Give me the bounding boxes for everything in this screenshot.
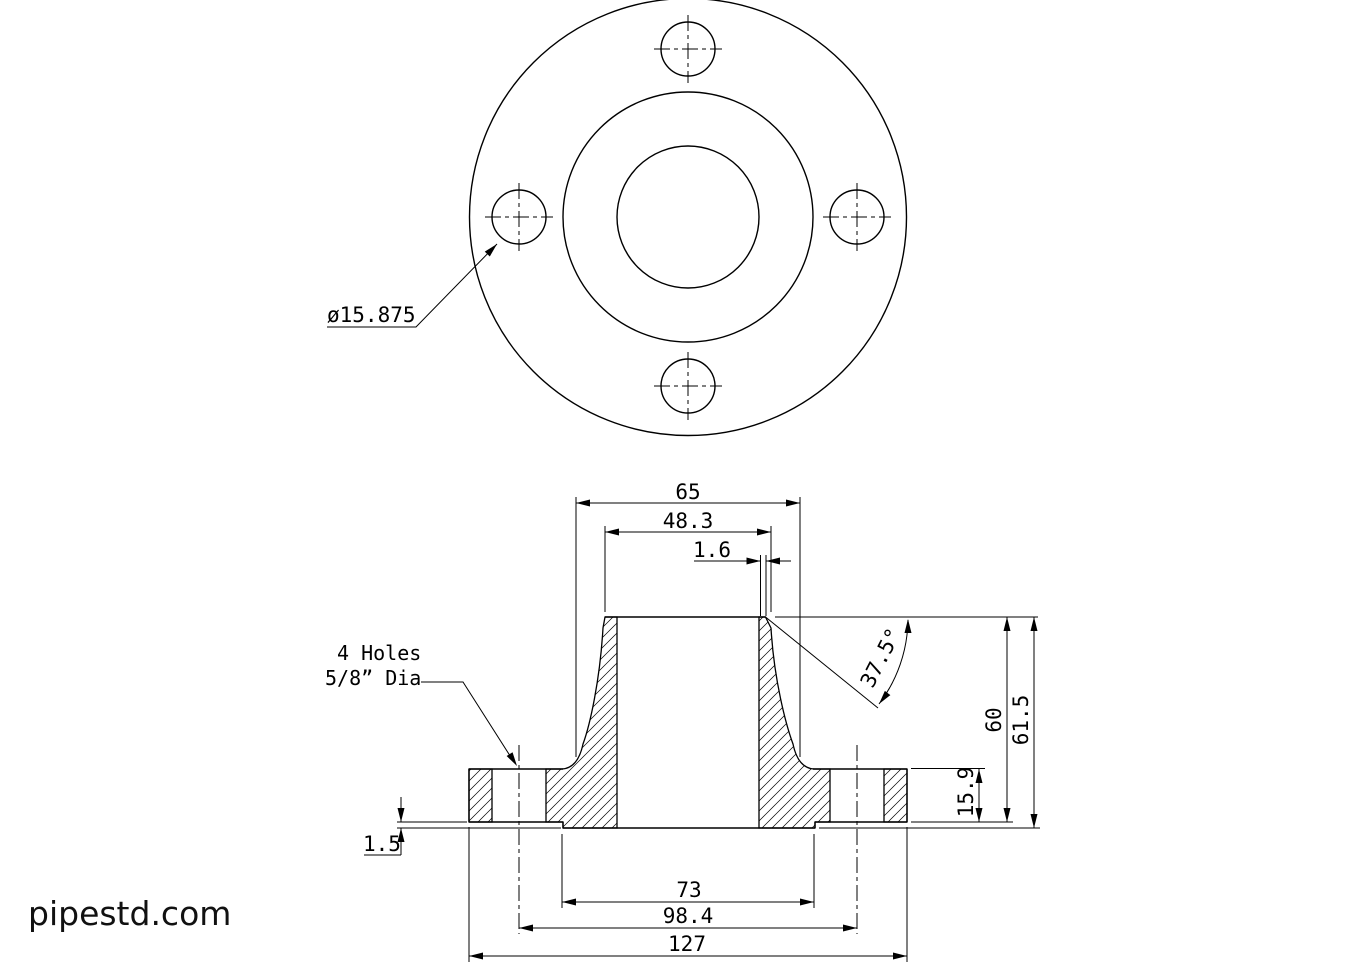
dim-arrow [605, 528, 619, 536]
dim-arrow [1003, 617, 1011, 631]
dim-arrow [519, 924, 533, 932]
dim-raised-face-diameter: 73 [562, 878, 814, 906]
raised-face-circle [562, 91, 814, 343]
section-outline [468, 616, 908, 829]
dim-hub-length: 60 [982, 617, 1011, 822]
leader-line [421, 681, 515, 763]
leader-line [327, 243, 498, 328]
top-view: ø15.875 [327, 0, 908, 437]
dim-arrow [469, 952, 483, 960]
holes-note-line1: 4 Holes [337, 641, 421, 665]
centerline-cross [823, 183, 891, 251]
dim-text: 60 [982, 707, 1006, 732]
centerline-cross [485, 183, 553, 251]
dim-arrow [397, 808, 405, 822]
dim-text: 1.5 [363, 832, 401, 856]
centerline-cross [654, 15, 722, 83]
dim-bevel-angle: 37.5° [765, 616, 912, 709]
dim-arrow [800, 898, 814, 906]
dim-text: 65 [675, 480, 700, 504]
dim-text: 48.3 [663, 509, 714, 533]
flange-left-edge-section [468, 768, 493, 823]
bevel-reference-line [765, 616, 879, 709]
dim-raised-face-height: 1.5 [363, 797, 405, 856]
section-view [468, 616, 908, 934]
extension-lines [397, 497, 1040, 962]
dim-arrow [1030, 617, 1038, 631]
dim-arrow [757, 528, 771, 536]
watermark-text: pipestd.com [28, 894, 231, 933]
holes-note-line2: 5/8” Dia [325, 666, 421, 690]
dim-text: 1.6 [693, 538, 731, 562]
dim-arrow [786, 499, 800, 507]
dim-arrow [904, 619, 912, 633]
dim-arrow [893, 952, 907, 960]
dim-text: 61.5 [1009, 695, 1033, 746]
dim-weld-land: 1.6 [693, 538, 791, 565]
bolt-hole-bottom [654, 352, 722, 420]
bolt-hole-diameter-text: ø15.875 [327, 303, 416, 327]
dim-arrow [746, 557, 761, 565]
flange-right-edge-section [883, 768, 908, 823]
dim-overall-length: 61.5 [1009, 617, 1038, 828]
dim-arrow [1030, 814, 1038, 828]
dim-flange-od: 127 [469, 932, 907, 960]
hub-left-wall-section [545, 616, 618, 829]
flange-od-circle [468, 0, 908, 437]
dim-weld-end-od: 48.3 [605, 509, 771, 536]
dim-arrow [576, 499, 590, 507]
bore-circle [616, 145, 760, 289]
dim-bolt-circle-diameter: 98.4 [519, 904, 857, 932]
bolt-hole-diameter-callout: ø15.875 [327, 241, 500, 328]
dim-arrow [876, 690, 891, 707]
dim-arrow [843, 924, 857, 932]
dim-arrow [1003, 808, 1011, 822]
holes-note-callout: 4 Holes 5/8” Dia [325, 641, 520, 768]
hub-right-wall-section [758, 616, 831, 829]
dim-arrow [766, 557, 780, 565]
dimensions: 65 48.3 1.6 37.5° 60 [325, 480, 1040, 962]
bolt-hole-right [823, 183, 891, 251]
dim-hub-base-diameter: 65 [576, 480, 800, 507]
dim-flange-thickness: 15.9 [954, 767, 983, 822]
dim-text: 127 [668, 932, 706, 956]
bolt-hole-left [485, 183, 553, 251]
dim-arrow [562, 898, 576, 906]
bolt-hole-top [654, 15, 722, 83]
dim-text: 37.5° [856, 624, 906, 691]
leader-arrow [506, 752, 520, 768]
dim-text: 98.4 [663, 904, 714, 928]
dim-text: 15.9 [954, 767, 978, 818]
centerline-cross [654, 352, 722, 420]
dim-text: 73 [676, 878, 701, 902]
